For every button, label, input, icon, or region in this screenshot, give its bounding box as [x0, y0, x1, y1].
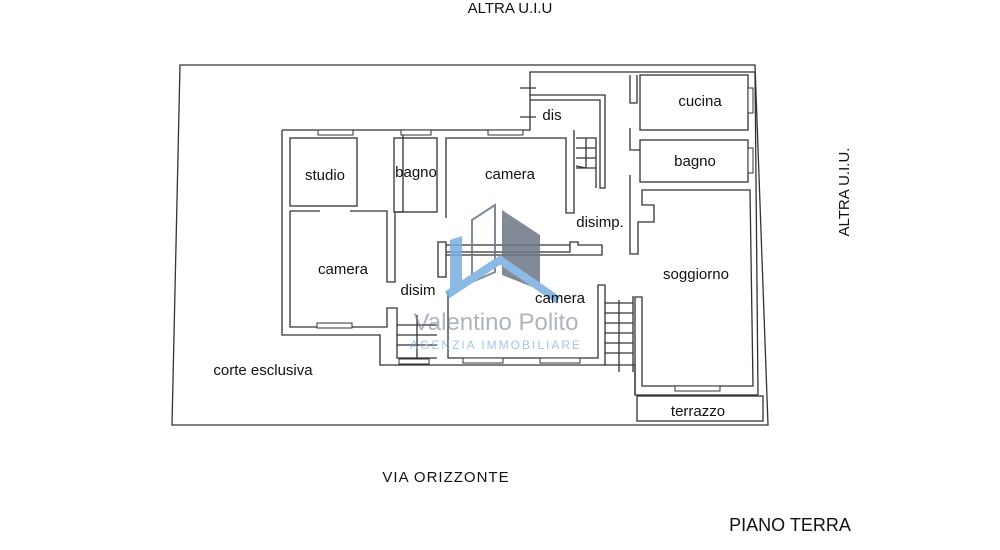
watermark-logo	[444, 203, 561, 304]
wall-stub	[437, 241, 447, 278]
watermark-name: Valentino Polito	[414, 309, 579, 336]
room-camera-bottom	[447, 284, 606, 365]
label-camera-bottom: camera	[535, 290, 586, 307]
wall-stub-bagno	[629, 128, 640, 151]
label-studio: studio	[305, 167, 345, 184]
room-camera-left-top	[290, 131, 404, 283]
windows	[316, 87, 754, 392]
watermark-subtitle: AGENZIA IMMOBILIARE	[410, 338, 582, 352]
label-camera-left: camera	[318, 261, 369, 278]
label-neighbor-right: ALTRA U.I.U.	[836, 148, 853, 237]
stairs-bottom	[605, 296, 634, 372]
label-bagno-right: bagno	[674, 153, 716, 170]
label-dis: dis	[542, 107, 561, 124]
room-dis	[530, 94, 606, 189]
door-marks	[520, 87, 536, 118]
room-bagno-left	[393, 137, 438, 213]
stairs-top	[575, 137, 597, 188]
label-street: VIA ORIZZONTE	[382, 469, 509, 486]
room-camera-left	[289, 211, 437, 359]
stairs-disim	[397, 315, 437, 358]
lot-boundary	[171, 64, 769, 426]
plan-title: PIANO TERRA	[729, 515, 851, 535]
label-disim: disim	[400, 282, 435, 299]
label-camera-top: camera	[485, 166, 536, 183]
room-soggiorno	[629, 175, 754, 395]
label-bagno-left: bagno	[395, 164, 437, 181]
building-outer-wall	[282, 71, 759, 396]
label-cucina: cucina	[678, 93, 722, 110]
label-neighbor-top: ALTRA U.I.U	[468, 0, 553, 17]
wall-stub-cucina	[629, 75, 638, 104]
room-camera-top	[445, 130, 575, 218]
label-soggiorno: soggiorno	[663, 266, 729, 283]
label-corte-esclusiva: corte esclusiva	[213, 362, 313, 379]
room-terrazzo	[636, 395, 764, 422]
label-terrazzo: terrazzo	[671, 403, 725, 420]
label-disimp: disimp.	[576, 214, 624, 231]
room-studio	[289, 137, 358, 207]
